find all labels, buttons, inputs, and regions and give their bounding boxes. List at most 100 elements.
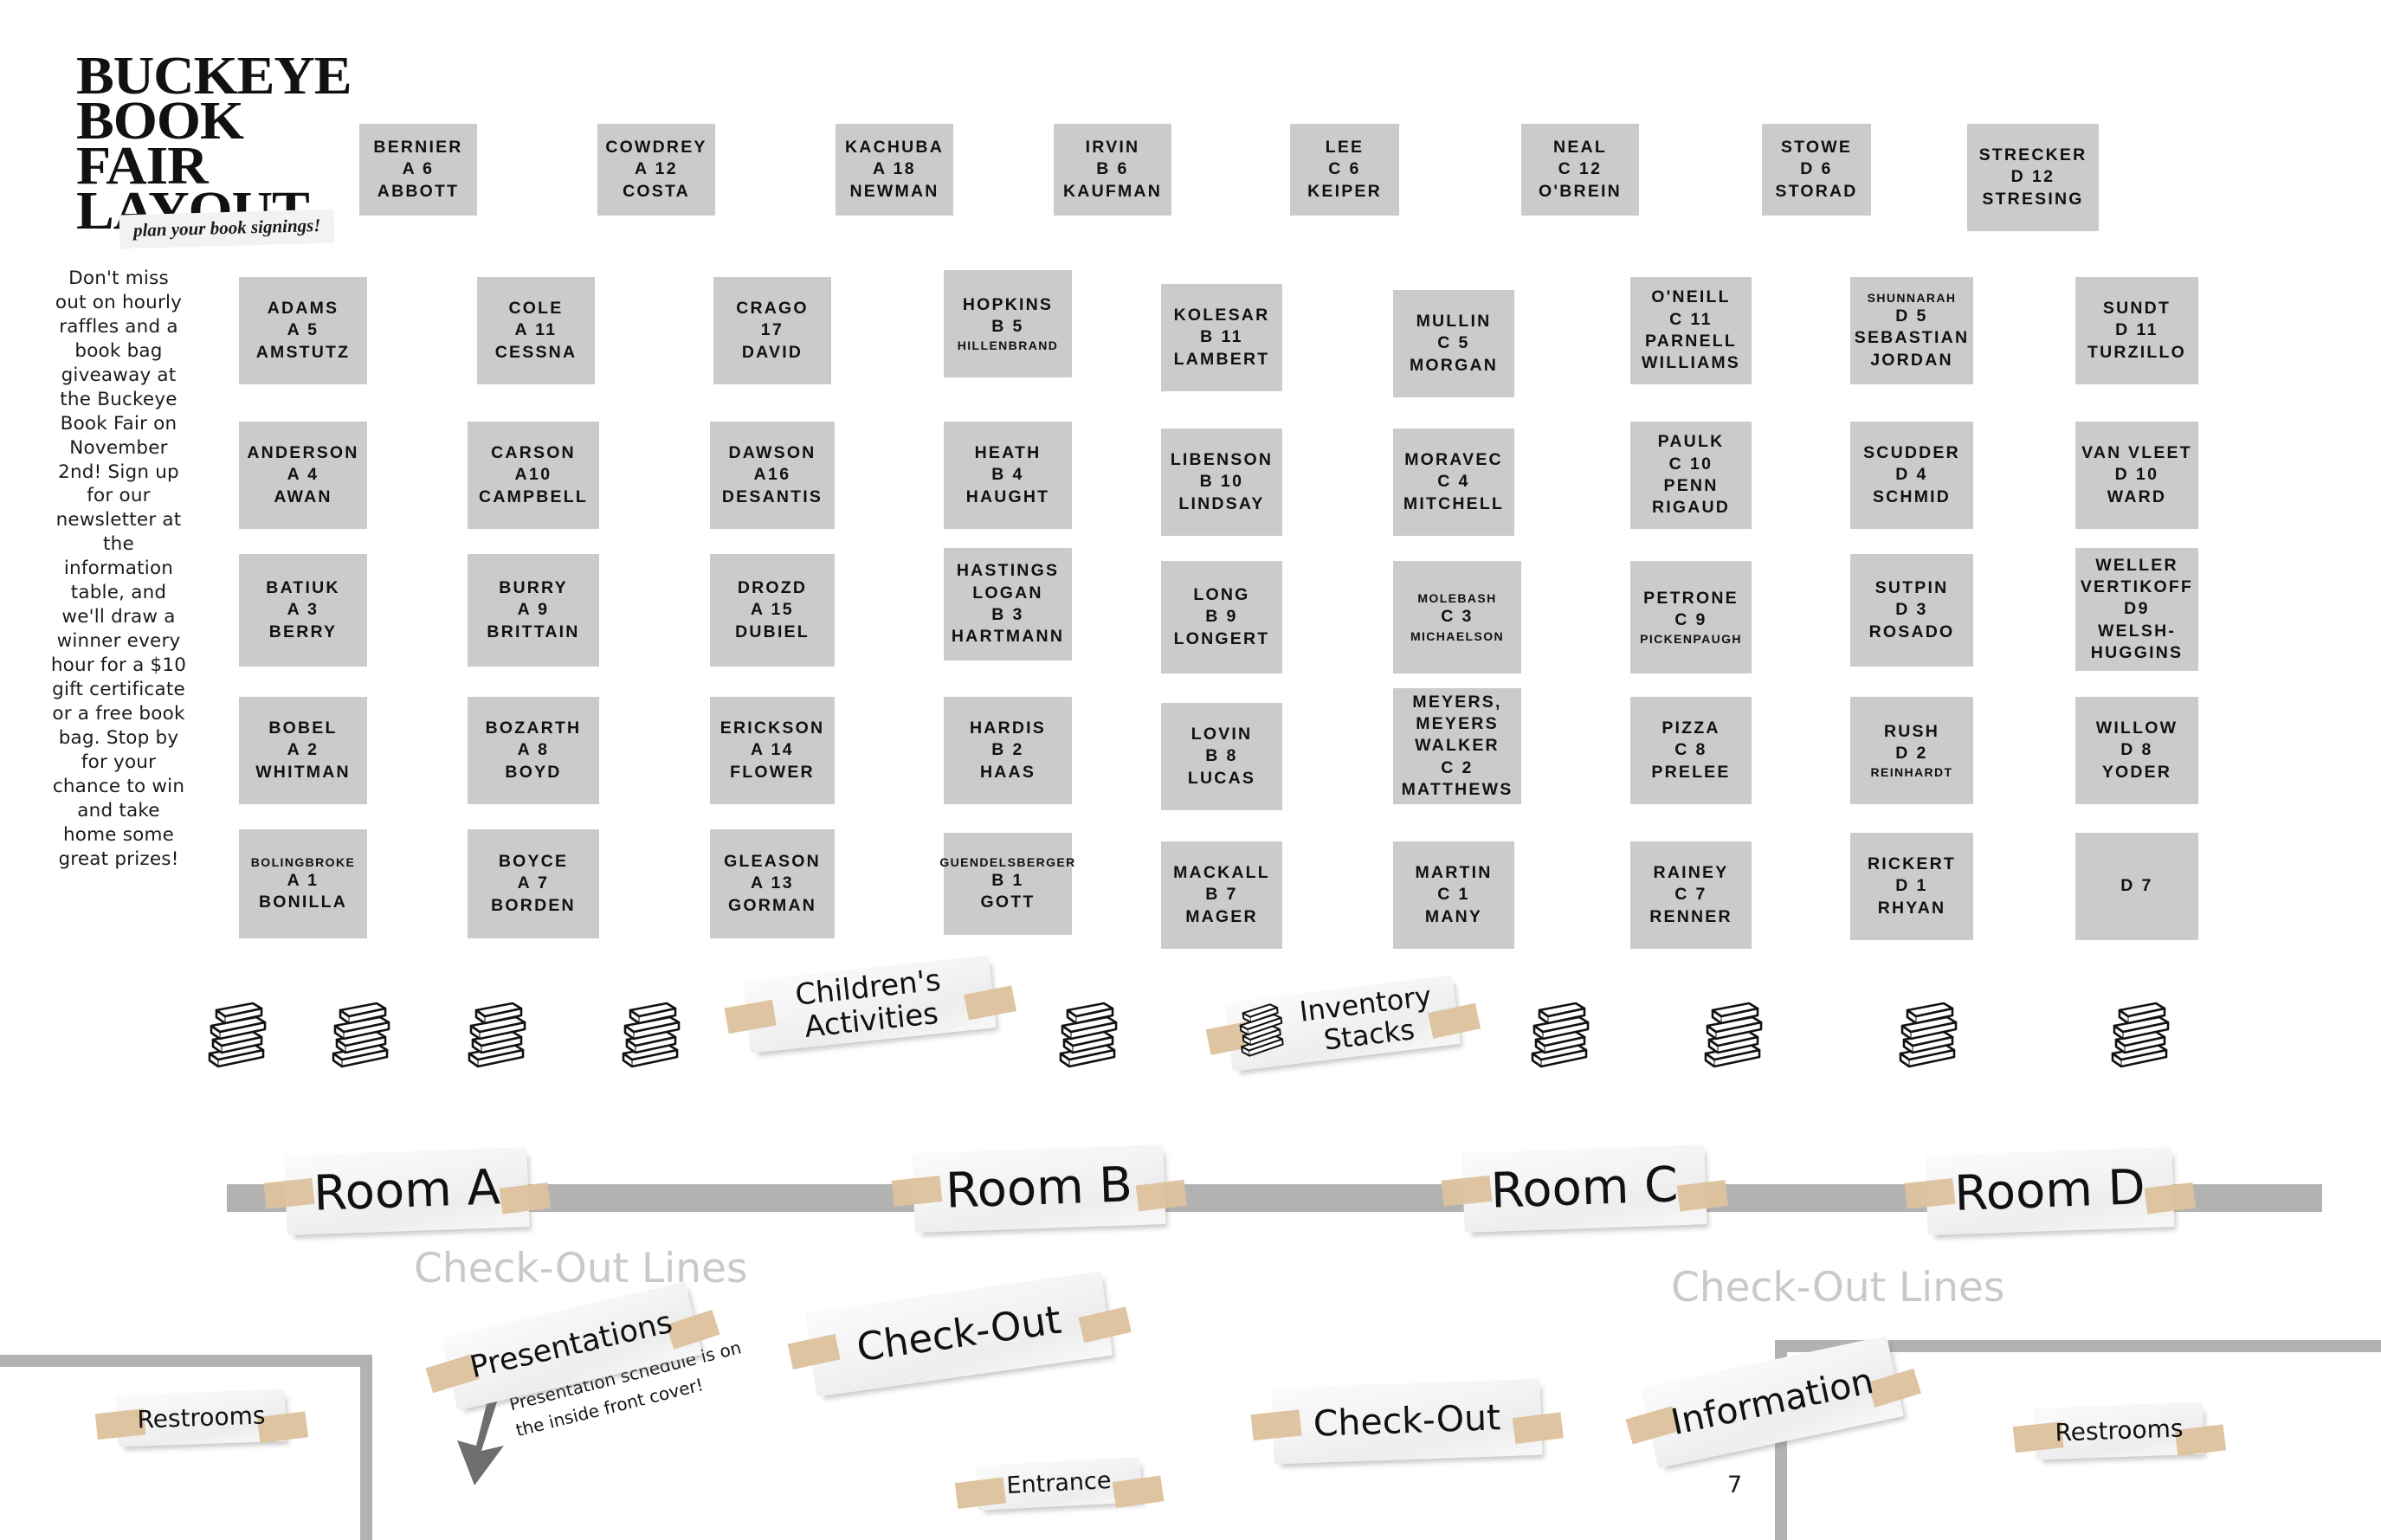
booth-line: LOGAN bbox=[972, 583, 1043, 602]
note-childrens-activities[interactable]: Children's Activities bbox=[724, 955, 1016, 1054]
booth-line: BONILLA bbox=[258, 892, 348, 912]
booth-line: D 1 bbox=[1895, 876, 1928, 896]
note-check-out-left[interactable]: Check-Out bbox=[787, 1271, 1132, 1397]
booth-line: VERTIKOFF bbox=[2080, 577, 2194, 596]
note-room-a[interactable]: Room A bbox=[263, 1147, 551, 1235]
booth-line: WELLER bbox=[2095, 555, 2178, 575]
booth-d7[interactable]: D 7 bbox=[2075, 833, 2198, 940]
wall-left-horizontal bbox=[0, 1355, 372, 1367]
note-inventory-stacks[interactable]: Inventory Stacks bbox=[1205, 975, 1481, 1072]
booth-line: AMSTUTZ bbox=[255, 342, 351, 362]
booth-line: C 4 bbox=[1437, 472, 1470, 492]
note-restrooms-left[interactable]: Restrooms bbox=[94, 1389, 309, 1447]
book-stack-icon bbox=[2104, 989, 2178, 1069]
booth-line: D 6 bbox=[1800, 159, 1833, 179]
booth-line: MOLEBASH bbox=[1417, 591, 1497, 606]
note-label: Information bbox=[1667, 1359, 1877, 1443]
note-entrance[interactable]: Entrance bbox=[954, 1457, 1165, 1511]
booth-line: LUCAS bbox=[1187, 768, 1256, 788]
note-room-b[interactable]: Room B bbox=[891, 1144, 1187, 1234]
booth-line: MITCHELL bbox=[1403, 493, 1505, 513]
booth-line: YODER bbox=[2101, 762, 2172, 782]
booth-line: ERICKSON bbox=[719, 718, 825, 738]
note-restrooms-right[interactable]: Restrooms bbox=[2012, 1401, 2227, 1460]
note-information[interactable]: Information bbox=[1625, 1335, 1921, 1469]
booth-line: PICKENPAUGH bbox=[1640, 632, 1742, 647]
note-label: Children's Activities bbox=[793, 963, 943, 1045]
booth-line: B 6 bbox=[1096, 159, 1129, 179]
note-label: Entrance bbox=[1005, 1466, 1113, 1500]
booth-line: C 10 bbox=[1668, 454, 1713, 474]
booth-line: SEBASTIAN bbox=[1854, 328, 1970, 348]
booth-line: NEWMAN bbox=[849, 181, 939, 201]
booth-line: WILLOW bbox=[2095, 718, 2178, 738]
booth-line: C 5 bbox=[1437, 333, 1470, 353]
booth-line: PARNELL bbox=[1644, 332, 1738, 351]
note-room-d[interactable]: Room D bbox=[1904, 1147, 2196, 1235]
booth-line: C 9 bbox=[1674, 609, 1707, 629]
book-stack-icon bbox=[1524, 989, 1598, 1069]
booth-line: C 12 bbox=[1558, 159, 1603, 179]
booth-line: HOPKINS bbox=[962, 294, 1054, 314]
booth-line: KACHUBA bbox=[845, 137, 944, 157]
booth-line: C 7 bbox=[1674, 885, 1707, 905]
book-stack-icon bbox=[201, 989, 275, 1069]
note-room-c[interactable]: Room C bbox=[1441, 1144, 1728, 1233]
note-check-out-right[interactable]: Check-Out bbox=[1250, 1378, 1564, 1465]
booth-line: COSTA bbox=[623, 181, 690, 201]
